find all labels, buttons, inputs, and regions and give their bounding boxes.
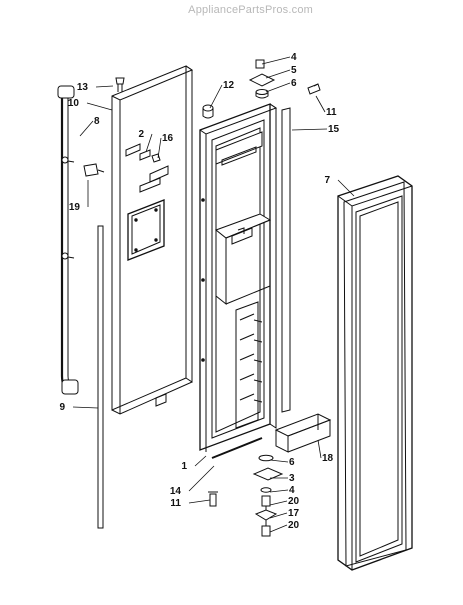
callout-label: 13 <box>77 82 89 93</box>
callout-label: 4 <box>289 485 295 496</box>
part-screws-2-16 <box>139 149 161 163</box>
part-door-gasket-7 <box>337 175 413 571</box>
leader-line <box>261 56 291 65</box>
leader-line <box>194 455 207 467</box>
callout-label: 17 <box>288 508 300 519</box>
callout-label: 14 <box>170 486 182 497</box>
part-gasket-strip-9 <box>97 225 104 529</box>
leader-line <box>269 459 289 463</box>
leader-line <box>291 128 328 131</box>
leader-line <box>79 120 94 137</box>
leader-line <box>95 85 114 88</box>
callout-label: 5 <box>291 65 297 76</box>
part-bottom-hinge-stack <box>252 454 284 537</box>
callout-label: 19 <box>69 202 81 213</box>
callout-label: 8 <box>94 116 100 127</box>
part-tube-harness <box>57 85 79 395</box>
callout-label: 11 <box>170 498 181 509</box>
callout-label: 12 <box>223 80 235 91</box>
part-screw-13 <box>115 77 125 92</box>
callout-label: 15 <box>328 124 340 135</box>
callout-label: 10 <box>68 98 80 109</box>
leader-line <box>269 500 288 506</box>
watermark: AppliancePartsPros.com <box>188 4 313 16</box>
leader-line <box>145 133 153 153</box>
leader-line <box>265 82 291 93</box>
callout-label: 6 <box>289 457 295 468</box>
leader-line <box>72 406 99 409</box>
callout-label: 20 <box>288 496 300 507</box>
part-door-liner-1 <box>199 103 278 452</box>
part-bottom-trim-18 <box>274 413 332 453</box>
leader-line <box>157 137 162 159</box>
callout-label: 16 <box>162 133 174 144</box>
part-outer-panel-10 <box>111 65 194 415</box>
leader-line <box>337 179 355 197</box>
callout-label: 4 <box>291 52 297 63</box>
callout-label: 1 <box>181 461 187 472</box>
leader-line <box>209 84 223 109</box>
part-screw-11-bottom <box>208 491 218 507</box>
leader-line <box>269 512 288 519</box>
leader-line <box>265 69 291 79</box>
leader-line <box>315 95 326 113</box>
leader-line <box>86 102 113 111</box>
callout-label: 18 <box>322 453 334 464</box>
part-screw-11-top <box>307 83 321 95</box>
callout-label: 3 <box>289 473 295 484</box>
leader-line <box>269 524 288 533</box>
callout-label: 7 <box>324 175 330 186</box>
callout-label: 11 <box>326 107 337 118</box>
part-strip-15 <box>281 107 291 413</box>
callout-label: 20 <box>288 520 300 531</box>
leader-line <box>317 439 322 459</box>
callout-label: 2 <box>138 129 144 140</box>
callout-label: 9 <box>59 402 65 413</box>
part-top-hinge-stack <box>248 59 276 99</box>
part-clip-19 <box>83 163 105 177</box>
part-plug-12 <box>202 104 214 119</box>
leader-line <box>188 499 211 504</box>
callout-label: 6 <box>291 78 297 89</box>
leader-line <box>188 465 215 492</box>
part-rod-14 <box>211 437 263 459</box>
leader-line <box>269 489 289 493</box>
